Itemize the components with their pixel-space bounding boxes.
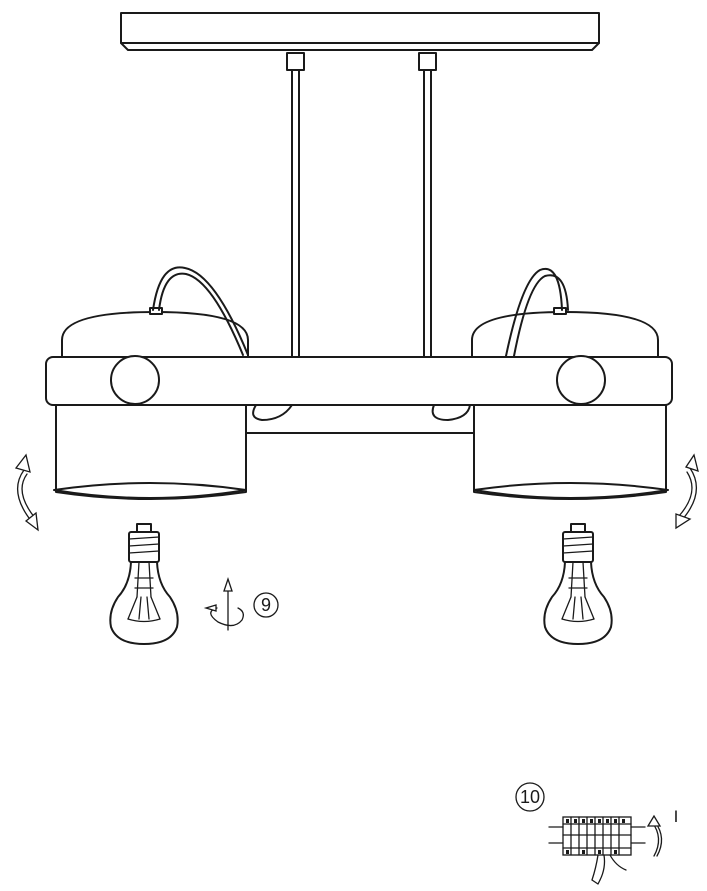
step-10-badge: 10 (515, 782, 545, 812)
step-9-badge: 9 (253, 592, 279, 618)
step-9-number: 9 (261, 595, 271, 615)
suspension-rod-right (418, 52, 437, 359)
light-bulb-left (109, 523, 179, 645)
rotate-arrow-right (675, 453, 699, 530)
light-bulb-right (543, 523, 613, 645)
lamp-head-left (53, 266, 249, 500)
ceiling-canopy (120, 12, 600, 51)
main-bar (45, 355, 673, 406)
terminal-block-icon (548, 816, 646, 885)
curved-arrow-icon (646, 814, 663, 857)
rotate-arrow-left (14, 453, 39, 532)
lower-crossbar (245, 404, 475, 434)
pivot-knob-left (110, 355, 160, 405)
pivot-knob-right (556, 355, 606, 405)
screw-in-rotation-icon (203, 576, 244, 631)
suspension-rod-left (286, 52, 305, 359)
lamp-head-right (471, 267, 669, 500)
step-10-number: 10 (520, 787, 540, 807)
switch-marker-label: I (674, 807, 679, 826)
